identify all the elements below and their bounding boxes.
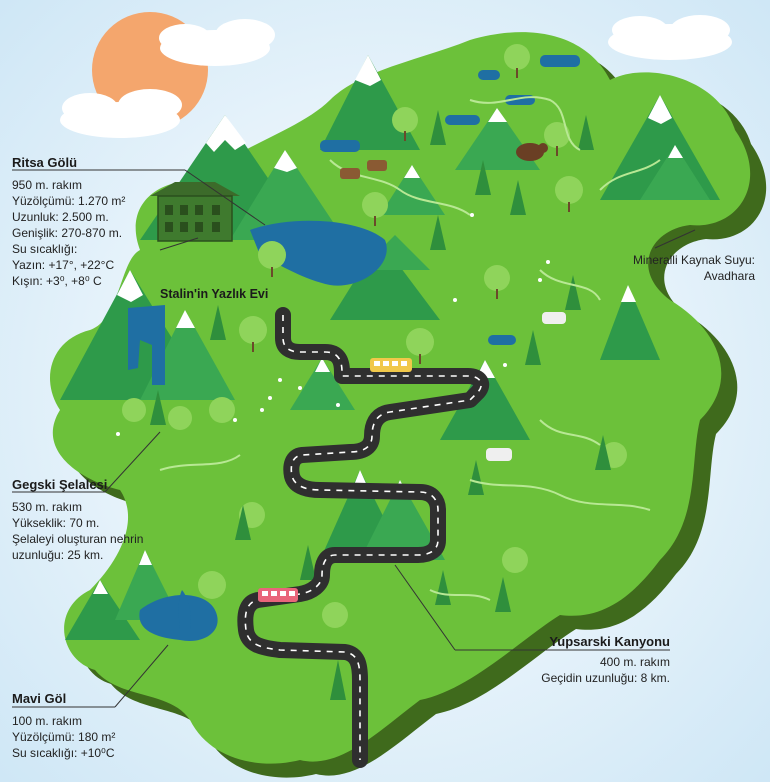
- yupsarski-line: 400 m. rakım: [599, 655, 670, 669]
- goat-icon: [486, 312, 566, 461]
- ritsa-line: Yazın: +17°, +22°C: [12, 258, 115, 272]
- stalin-house-label: Stalin'in Yazlık Evi: [160, 287, 269, 301]
- stalin-house-icon: [150, 182, 240, 242]
- gegski-title: Gegski Şelalesi: [12, 477, 108, 492]
- gegski-line: uzunluğu: 25 km.: [12, 548, 104, 562]
- mavi-line: Yüzölçümü: 180 m²: [12, 730, 116, 744]
- ritsa-lake-label: Ritsa Gölü 950 m. rakım Yüzölçümü: 1.270…: [12, 155, 125, 289]
- bus-icon: [370, 358, 412, 372]
- waterfall: [128, 305, 165, 385]
- trees: [122, 44, 627, 700]
- mineral-line: Mineralli Kaynak Suyu:: [632, 253, 755, 267]
- gegski-line: 530 m. rakım: [12, 500, 83, 514]
- yupsarski-title: Yupsarski Kanyonu: [549, 634, 670, 649]
- ritsa-line: 950 m. rakım: [12, 178, 83, 192]
- ritsa-line: Uzunluk: 2.500 m.: [12, 210, 109, 224]
- mavi-line: 100 m. rakım: [12, 714, 83, 728]
- leader-lines: [12, 169, 696, 708]
- ritsa-line: Genişlik: 270-870 m.: [12, 226, 123, 240]
- yupsarski-canyon-label: Yupsarski Kanyonu 400 m. rakım Geçidin u…: [470, 634, 670, 686]
- ritsa-line: Yüzölçümü: 1.270 m²: [12, 194, 126, 208]
- cloud-icon: [159, 19, 275, 66]
- gegski-line: Şelaleyi oluşturan nehrin: [12, 532, 144, 546]
- mavi-title: Mavi Göl: [12, 691, 67, 706]
- bus-icon: [258, 588, 298, 602]
- mineral-line: Avadhara: [703, 269, 755, 283]
- flower-dots: [116, 213, 550, 436]
- cloud-icon: [60, 89, 182, 138]
- ritsa-line: Kışın: +3⁰, +8⁰ C: [12, 274, 102, 288]
- mavi-line: Su sıcaklığı: +10⁰C: [12, 746, 115, 760]
- road-markings: [244, 315, 482, 760]
- cow-icon: [340, 160, 387, 179]
- mavi-lake-label: Mavi Göl 100 m. rakım Yüzölçümü: 180 m² …: [12, 691, 115, 761]
- gegski-line: Yükseklik: 70 m.: [12, 516, 100, 530]
- gegski-waterfall-label: Gegski Şelalesi 530 m. rakım Yükseklik: …: [12, 477, 143, 563]
- lakes: [139, 55, 580, 641]
- bear-icon: [516, 143, 548, 161]
- ritsa-line: Su sıcaklığı:: [12, 242, 78, 256]
- cloud-icon: [608, 15, 732, 60]
- ritsa-title: Ritsa Gölü: [12, 155, 78, 170]
- yupsarski-line: Geçidin uzunluğu: 8 km.: [541, 671, 670, 685]
- mineral-water-label: Mineralli Kaynak Suyu: Avadhara: [600, 252, 755, 284]
